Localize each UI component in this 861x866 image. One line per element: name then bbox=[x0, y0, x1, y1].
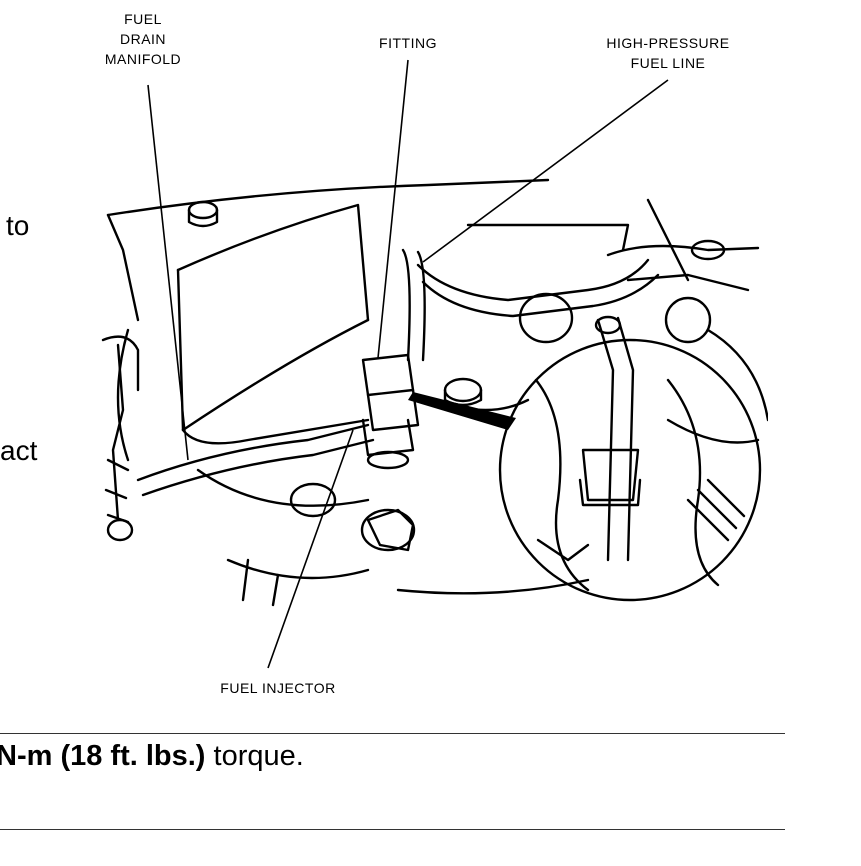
diagram-illustration: FUEL DRAIN MANIFOLD FITTING HIGH-PRESSUR… bbox=[101, 11, 768, 696]
label-fuel-drain-manifold-line-2: DRAIN bbox=[120, 31, 166, 47]
divider-bottom bbox=[0, 829, 785, 830]
torque-suffix: torque. bbox=[205, 740, 304, 772]
label-high-pressure-line-1: HIGH-PRESSURE bbox=[606, 35, 729, 51]
torque-specification: N-m (18 ft. lbs.) torque. bbox=[0, 740, 304, 773]
label-high-pressure-line-2: FUEL LINE bbox=[631, 55, 706, 71]
torque-value: N-m (18 ft. lbs.) bbox=[0, 740, 206, 772]
label-fitting: FITTING bbox=[379, 35, 437, 51]
label-fuel-injector: FUEL INJECTOR bbox=[220, 680, 335, 696]
text-fragment-act: act bbox=[0, 435, 38, 466]
text-fragment-to: to bbox=[6, 210, 30, 241]
divider-top bbox=[0, 733, 785, 734]
fuel-injector-diagram: FUEL DRAIN MANIFOLD FITTING HIGH-PRESSUR… bbox=[68, 0, 768, 710]
label-fuel-drain-manifold-line-3: MANIFOLD bbox=[105, 51, 181, 67]
label-fuel-drain-manifold-line-1: FUEL bbox=[124, 11, 162, 27]
